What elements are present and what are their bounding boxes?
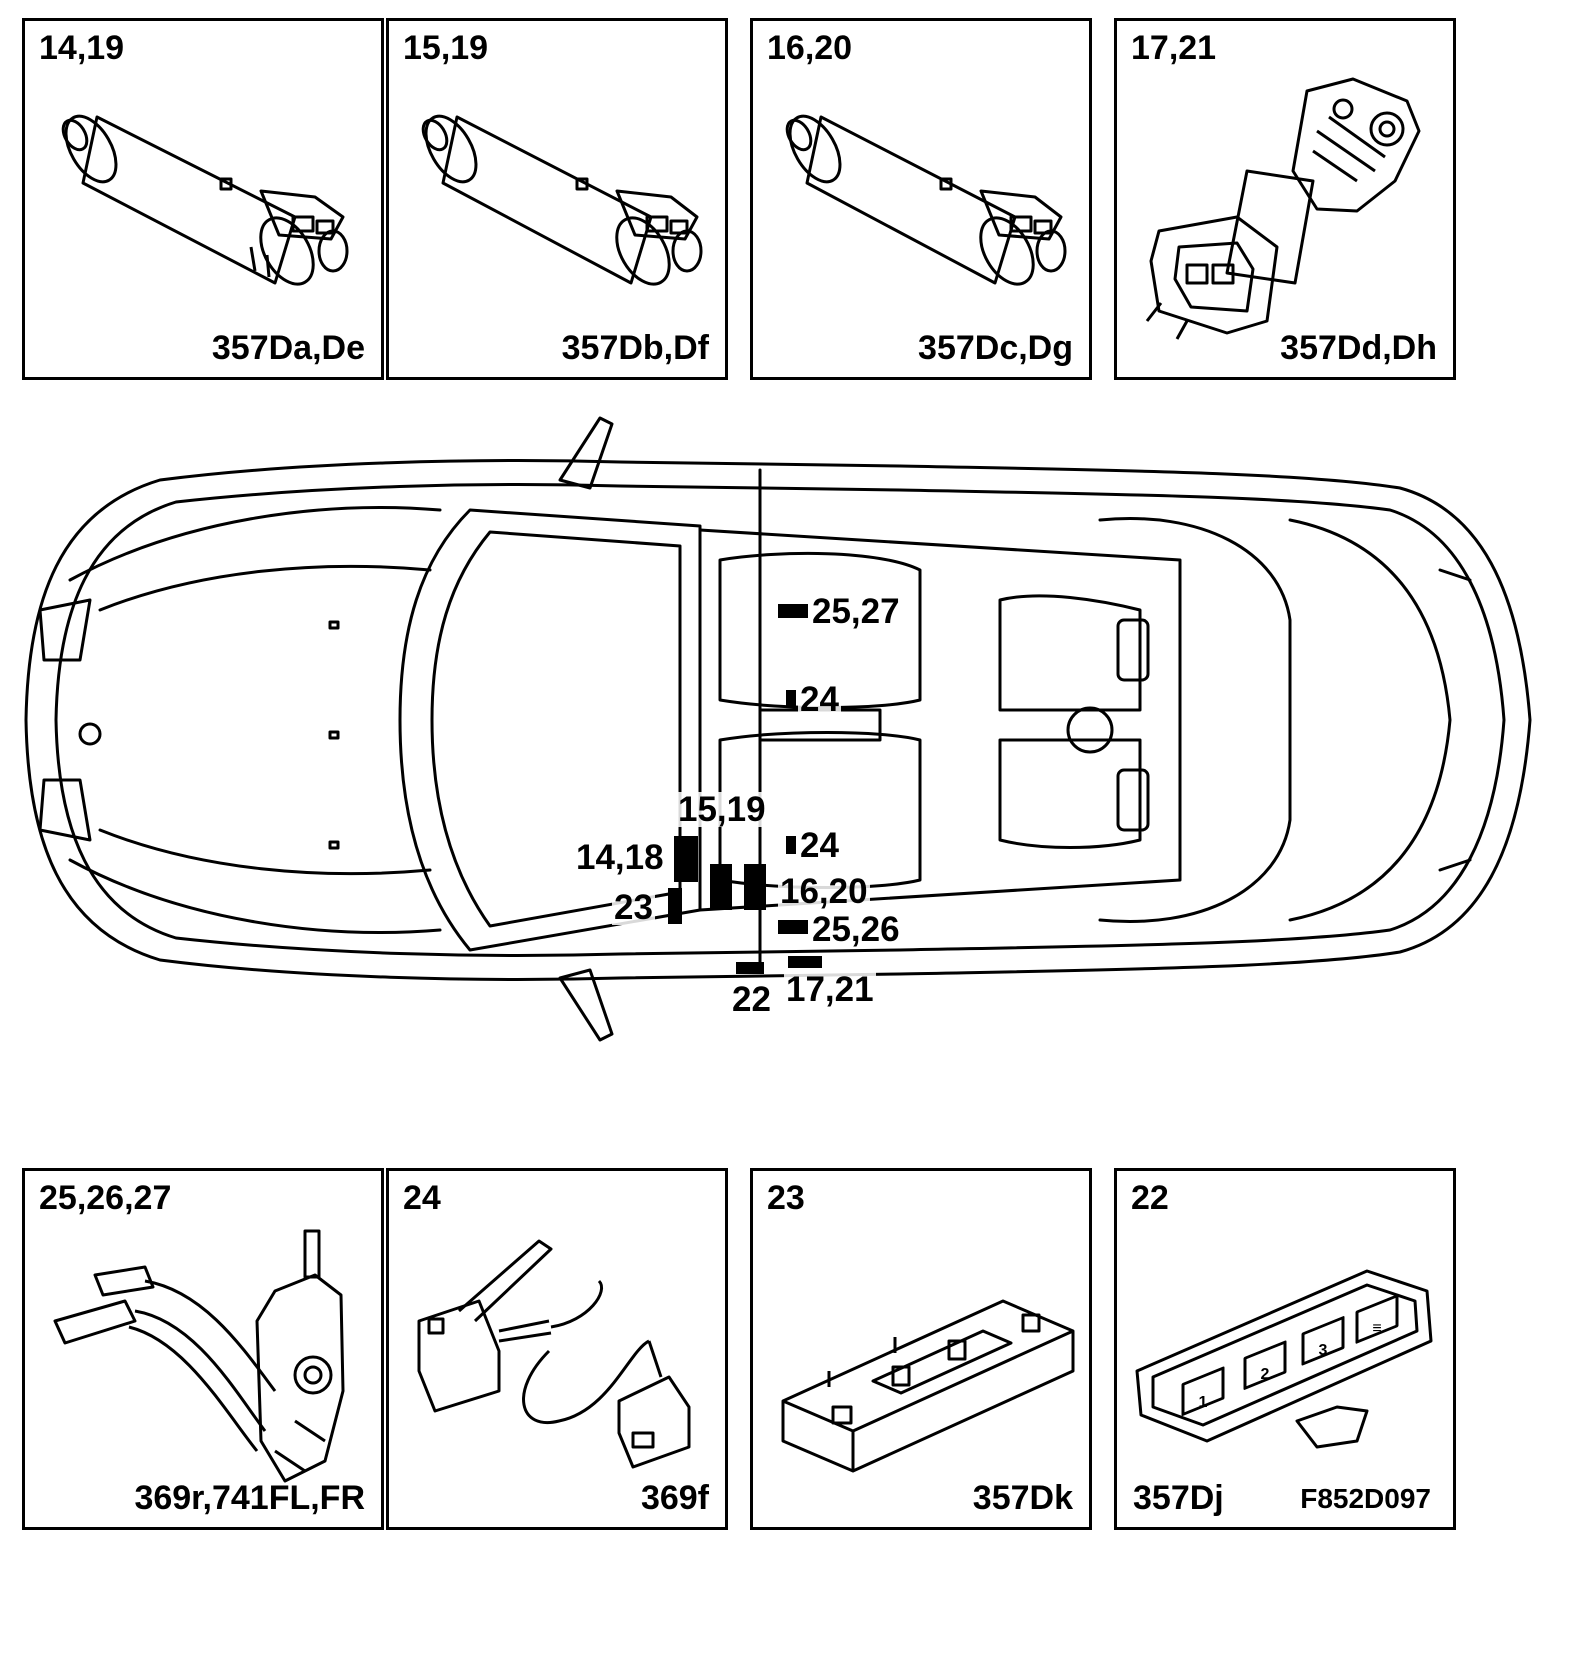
component-panel-23: 23 357Dk — [750, 1168, 1092, 1530]
panel-part-code: 357Dj — [1133, 1479, 1224, 1517]
marker-16-20-b — [744, 864, 766, 910]
panel-ref-label: 23 — [767, 1179, 805, 1217]
panel-ref-label: 22 — [1131, 1179, 1169, 1217]
callout-24-lower: 24 — [798, 826, 841, 865]
panel-part-code: 369r,741FL,FR — [134, 1479, 365, 1517]
panel-ref-label: 24 — [403, 1179, 441, 1217]
component-panel-14-19: 14,19 357Da,De — [22, 18, 384, 380]
switch-key-label: ≡ — [1372, 1320, 1381, 1337]
callout-16-20: 16,20 — [778, 872, 870, 911]
marker-25-26 — [778, 920, 808, 934]
window-motor-icon — [421, 114, 703, 286]
component-panel-15-19: 15,19 357Db,Df — [386, 18, 728, 380]
figure-id: F852D097 — [1300, 1483, 1431, 1514]
panel-part-code: 357Db,Df — [561, 329, 709, 367]
marker-24-upper — [786, 690, 796, 708]
panel-ref-label: 25,26,27 — [39, 1179, 172, 1217]
window-motor-icon — [785, 114, 1067, 286]
marker-22 — [736, 962, 764, 974]
panel-ref-label: 16,20 — [767, 29, 853, 67]
panel-part-code: 357Dd,Dh — [1280, 329, 1437, 367]
callout-24-upper: 24 — [798, 680, 841, 719]
marker-24-lower — [786, 836, 796, 854]
switch-key-label: 2 — [1261, 1366, 1270, 1383]
panel-ref-label: 17,21 — [1131, 29, 1217, 67]
window-motor-icon — [61, 114, 349, 286]
panel-part-code: 369f — [640, 1479, 709, 1517]
marker-25-27 — [778, 604, 808, 618]
marker-17-21 — [788, 956, 822, 968]
geared-motor-icon — [1145, 77, 1421, 340]
marker-16-20-a — [710, 864, 732, 910]
microswitch-icon — [417, 1239, 691, 1469]
component-panel-16-20: 16,20 357Dc,Dg — [750, 18, 1092, 380]
marker-23 — [668, 888, 682, 924]
lock-actuator-icon — [53, 1229, 345, 1483]
control-module-icon — [781, 1299, 1075, 1473]
panel-part-code: 357Dk — [972, 1479, 1073, 1517]
callout-25-26: 25,26 — [810, 910, 902, 949]
panel-part-code: 357Dc,Dg — [918, 329, 1073, 367]
callout-17-21: 17,21 — [784, 970, 876, 1009]
switch-key-label: 3 — [1319, 1342, 1328, 1359]
convertible-car-top-view — [24, 416, 1532, 1042]
switch-key-label: 1 — [1199, 1394, 1208, 1411]
component-panel-24: 24 369f — [386, 1168, 728, 1530]
panel-ref-label: 15,19 — [403, 29, 489, 67]
component-panel-25-26-27: 25,26,27 369r,741FL,FR — [22, 1168, 384, 1530]
window-switch-pack-icon: 1 2 3 ≡ — [1135, 1269, 1433, 1449]
component-panel-17-21: 17,21 357Dd,Dh — [1114, 18, 1456, 380]
callout-23: 23 — [612, 888, 655, 927]
panel-part-code: 357Da,De — [211, 329, 365, 367]
callout-15-19: 15,19 — [676, 790, 768, 829]
callout-25-27: 25,27 — [810, 592, 902, 631]
marker-14-18 — [674, 836, 698, 882]
panel-ref-label: 14,19 — [39, 29, 125, 67]
callout-14-18: 14,18 — [574, 838, 666, 877]
component-panel-22: 1 2 3 ≡ 22 357Dj F852D097 — [1114, 1168, 1456, 1530]
callout-22: 22 — [730, 980, 773, 1019]
